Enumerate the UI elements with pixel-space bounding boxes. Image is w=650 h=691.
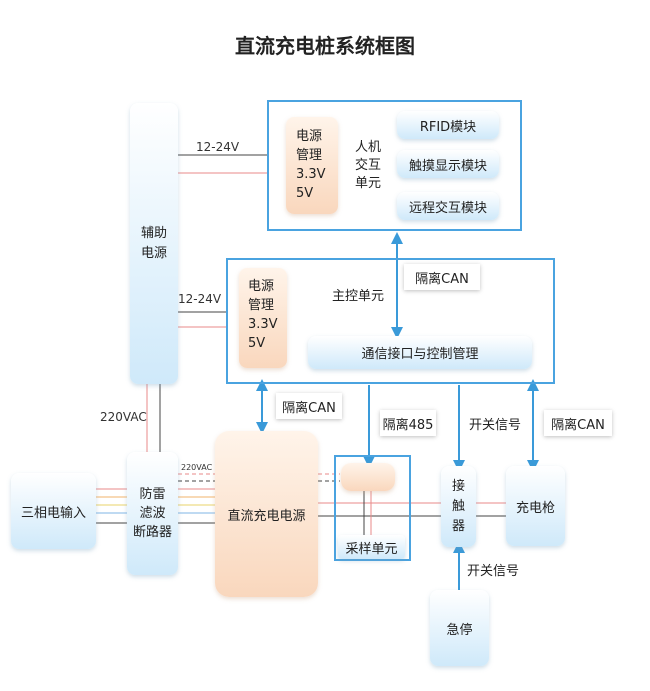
- voltage-label-220vac: 220VAC: [100, 410, 147, 424]
- isolated-485-tag: 隔离485: [380, 410, 436, 436]
- charging-gun-box: 充电枪: [506, 466, 565, 546]
- dc-measure-unit: [341, 463, 395, 491]
- diagram-title: 直流充电桩系统框图: [235, 34, 415, 58]
- aux-power-box: 辅助 电源: [130, 103, 178, 384]
- sampling-unit-box: 采样单元: [338, 535, 405, 559]
- main-power-line3: 3.3V: [248, 317, 278, 332]
- surge-filter-breaker-box: 防雷 滤波 断路器: [127, 452, 178, 575]
- hmi-power-line1: 电源: [296, 129, 323, 144]
- contactor-line2: 触: [451, 498, 465, 514]
- aux-power-line1: 辅助: [140, 225, 167, 241]
- hmi-power-line4: 5V: [296, 186, 314, 201]
- contactor-box: 接 触 器: [441, 466, 476, 547]
- main-power-line4: 5V: [248, 336, 266, 351]
- isolated-can-tag-top: 隔离CAN: [404, 264, 480, 290]
- hmi-unit-line3: 单元: [355, 176, 382, 191]
- voltage-label-main: 12-24V: [178, 292, 222, 306]
- hmi-power-box: 电源 管理 3.3V 5V: [286, 117, 338, 214]
- touch-display-module: 触摸显示模块: [397, 150, 499, 178]
- main-control-label: 主控单元: [332, 289, 385, 304]
- hmi-power-line2: 管理: [296, 148, 323, 163]
- comm-interface-box: 通信接口与控制管理: [308, 336, 532, 369]
- isolated-can-tag-left: 隔离CAN: [276, 393, 342, 419]
- filter-line3: 断路器: [132, 525, 172, 540]
- hmi-frame: [267, 100, 522, 231]
- dc-power-supply-box: 直流充电电源: [215, 431, 318, 597]
- rfid-module: RFID模块: [397, 111, 499, 139]
- hmi-unit-line2: 交互: [355, 158, 382, 173]
- voltage-label-hmi: 12-24V: [196, 140, 240, 154]
- isolated-can-tag-right: 隔离CAN: [544, 410, 612, 436]
- main-power-line2: 管理: [248, 298, 275, 313]
- filter-line1: 防雷: [139, 487, 166, 502]
- main-control-frame: [226, 258, 555, 384]
- hmi-power-line3: 3.3V: [296, 167, 326, 182]
- contactor-line3: 器: [451, 518, 465, 534]
- voltage-label-220vac-small: 220VAC: [181, 463, 213, 472]
- main-power-line1: 电源: [248, 279, 275, 294]
- hmi-unit-label: 人机 交互 单元: [355, 139, 381, 193]
- switch-signal-label-bottom: 开关信号: [467, 564, 520, 579]
- contactor-line1: 接: [451, 478, 465, 494]
- hmi-unit-line1: 人机: [355, 140, 382, 155]
- filter-line2: 滤波: [139, 506, 166, 521]
- sampling-frame: [334, 455, 411, 561]
- switch-signal-label-top: 开关信号: [469, 418, 522, 433]
- main-power-box: 电源 管理 3.3V 5V: [239, 268, 287, 368]
- emergency-stop-box: 急停: [430, 590, 489, 666]
- aux-power-line2: 电源: [140, 245, 167, 261]
- three-phase-input-box: 三相电输入: [11, 473, 96, 549]
- remote-interaction-module: 远程交互模块: [397, 192, 499, 220]
